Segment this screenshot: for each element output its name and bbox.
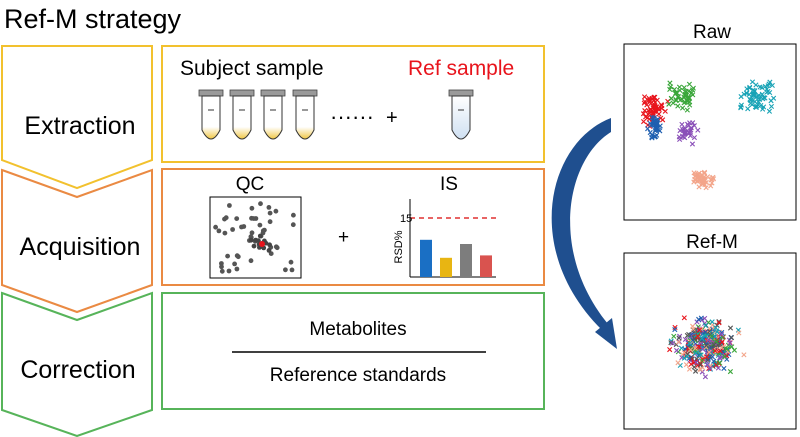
stage-label-extraction: Extraction bbox=[24, 112, 135, 140]
correction-box bbox=[161, 292, 545, 410]
extraction-box bbox=[161, 45, 545, 163]
is-bar-3 bbox=[460, 244, 472, 277]
raw-scatter-points bbox=[640, 79, 777, 191]
ref-sample-label: Ref sample bbox=[408, 57, 514, 80]
correction-denominator: Reference standards bbox=[270, 365, 446, 386]
subject-sample-label: Subject sample bbox=[180, 57, 324, 80]
extraction-chevron bbox=[1, 45, 153, 190]
correction-numerator: Metabolites bbox=[309, 319, 406, 340]
page-title: Ref-M strategy bbox=[4, 4, 182, 34]
raw-plot-title: Raw bbox=[693, 22, 731, 43]
stage-label-correction: Correction bbox=[20, 356, 135, 384]
acquisition-chevron bbox=[1, 168, 153, 314]
is-bar-4 bbox=[480, 255, 492, 277]
refm-scatter-points bbox=[667, 315, 747, 380]
is-rsd-bar-chart: 15 RSD% bbox=[393, 199, 496, 278]
subject-tube-icon-2 bbox=[229, 89, 255, 140]
stage-label-acquisition: Acquisition bbox=[20, 233, 141, 261]
subject-tube-icon-3 bbox=[260, 89, 286, 140]
qc-scatter-points bbox=[213, 201, 296, 274]
subject-tubes bbox=[198, 89, 318, 140]
qc-scatter-frame bbox=[209, 196, 302, 279]
acquisition-plus: + bbox=[338, 227, 349, 248]
is-threshold-label: 15 bbox=[400, 213, 412, 225]
subject-tube-icon-4 bbox=[292, 89, 318, 140]
is-bar-1 bbox=[420, 239, 432, 277]
is-label: IS bbox=[440, 174, 458, 195]
is-bar-2 bbox=[440, 257, 452, 277]
extraction-plus: + bbox=[386, 107, 398, 129]
refm-plot-title: Ref-M bbox=[686, 232, 738, 253]
ref-tube-shape bbox=[448, 89, 474, 140]
is-y-axis-label: RSD% bbox=[393, 230, 405, 263]
is-bars bbox=[420, 239, 492, 277]
raw-plot-frame bbox=[623, 43, 797, 221]
transition-arrow-icon bbox=[551, 118, 617, 349]
acquisition-box bbox=[161, 168, 545, 286]
qc-label: QC bbox=[236, 174, 265, 195]
stage-chevrons bbox=[1, 45, 153, 437]
ref-sample-tube-icon bbox=[448, 89, 474, 140]
correction-chevron bbox=[1, 291, 153, 437]
subject-tube-icon-1 bbox=[198, 89, 224, 140]
ellipsis-dots: ······ bbox=[330, 104, 374, 129]
